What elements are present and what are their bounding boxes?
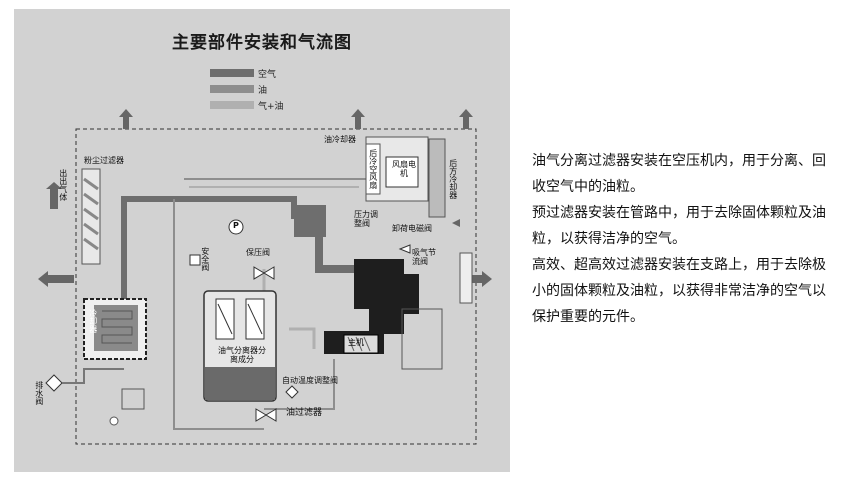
legend-item-air: 空气 [210, 67, 277, 80]
label-front-cooler: 后冷空风扇 [368, 149, 378, 189]
legend-label-airoil: 气+油 [258, 101, 284, 112]
legend-label-air: 空气 [258, 69, 277, 80]
description-block: 油气分离过滤器安装在空压机内，用于分离、回收空气中的油粒。 预过滤器安装在管路中… [532, 148, 832, 330]
front-cooler [365, 143, 381, 195]
rear-cooler [428, 138, 446, 218]
intake-filter [459, 252, 473, 304]
unload-solenoid-icon [398, 244, 411, 254]
unit-boundary [75, 128, 477, 445]
inlet-arrow-icon [469, 271, 492, 287]
up-arrow-left-icon [119, 109, 133, 129]
label-safety-valve: 安全阀 [200, 247, 210, 271]
fan-motor [385, 156, 419, 188]
label-intake-valve: 吸气节流阀 [412, 248, 436, 266]
safety-valve-icon [189, 254, 201, 266]
airoil-pipe-2 [289, 327, 316, 349]
description-paragraph-2: 预过滤器安装在管路中，用于去除固体颗粒及油粒，以获得洁净的空气。 [532, 205, 826, 247]
legend-label-oil: 油 [258, 85, 268, 96]
oil-pipe-top [184, 149, 375, 180]
min-pressure-valve-icon [253, 266, 275, 280]
oil-filter-valve-icon [255, 408, 277, 422]
legend-swatch-air [210, 69, 254, 77]
label-separator: 油气分离器分离成分 [218, 346, 266, 364]
legend-item-oil: 油 [210, 83, 268, 96]
label-unload-solenoid: 卸荷电磁阀 [392, 224, 432, 233]
flow-diagram [38, 109, 492, 445]
label-air-outlet: 出出气体 [58, 169, 68, 201]
label-oil-cooler: 油冷却器 [324, 135, 356, 144]
oil-pipe-left [173, 199, 264, 430]
label-dust-filter: 粉尘过滤器 [84, 156, 124, 165]
label-cooler: 冷却器 [88, 309, 98, 333]
label-fan-motor: 风扇电机 [392, 160, 416, 178]
diagram-panel: 主要部件安装和气流图 空气 油 气+油 粉尘过滤器 出出气体 油冷却器 后方冷却… [14, 9, 510, 472]
label-pressure-gauge: P [233, 221, 239, 230]
legend-swatch-airoil [210, 101, 254, 109]
diagram-title: 主要部件安装和气流图 [172, 33, 352, 53]
motor-box [401, 308, 443, 370]
label-pressure-valve: 压力调整阀 [354, 210, 378, 228]
inlet-small-arrow-icon [452, 219, 460, 227]
up-arrow-right-icon [459, 109, 473, 129]
pressure-gauge-icon [228, 219, 244, 235]
drain-fitting-icon [109, 416, 119, 426]
outlet-up-arrow-icon [46, 182, 62, 209]
description-paragraph-1: 油气分离过滤器安装在空压机内，用于分离、回收空气中的油粒。 [532, 153, 826, 195]
label-oil-filter: 油过滤器 [286, 408, 323, 418]
compressor-host [324, 259, 419, 354]
label-host: 主机 [348, 338, 364, 347]
label-min-pressure-valve: 保压阀 [246, 248, 270, 257]
label-auto-temp-valve: 自动温度调整阀 [282, 376, 338, 385]
legend-swatch-oil [210, 85, 254, 93]
drain-tank [121, 388, 145, 410]
cooler-core [94, 305, 138, 351]
description-paragraph-3: 高效、超高效过滤器安装在支路上，用于去除极小的固体颗粒及油粒，以获得非常洁净的空… [532, 257, 826, 325]
outlet-arrow-icon [38, 271, 74, 287]
legend-item-airoil: 气+油 [210, 99, 284, 112]
up-arrow-mid-icon [351, 109, 365, 129]
label-drain-valve: 排水阀 [34, 381, 44, 405]
separator-oil-level [205, 367, 275, 400]
drain-valve-icon [45, 374, 63, 392]
label-rear-cooler: 后方冷却器 [448, 159, 458, 199]
air-filter-block [294, 205, 326, 237]
temp-valve-icon [285, 385, 299, 399]
oil-pipe-bottom [264, 359, 335, 410]
